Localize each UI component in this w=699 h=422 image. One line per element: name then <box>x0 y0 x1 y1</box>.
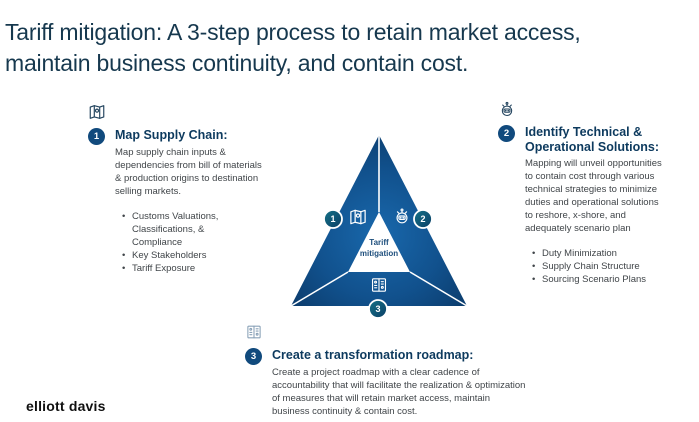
bullet-item: Sourcing Scenario Plans <box>532 273 676 286</box>
svg-text:1: 1 <box>330 214 335 224</box>
step-2-number: 2 <box>503 128 510 139</box>
slide-title: Tariff mitigation: A 3-step process to r… <box>5 19 581 77</box>
step-2-number-badge: 2 <box>498 125 515 142</box>
svg-text:3: 3 <box>375 304 380 314</box>
step-2-heading: Identify Technical & Operational Solutio… <box>525 125 660 154</box>
triangle-inner <box>348 212 410 272</box>
triangle-badge-3: 3 <box>368 299 388 319</box>
step-2-block: 2 Identify Technical & Operational Solut… <box>498 100 676 286</box>
robot-icon <box>498 100 676 118</box>
roadmap-icon <box>245 323 545 341</box>
triangle-dividers <box>290 135 468 307</box>
step-3-number: 3 <box>250 351 257 362</box>
bullet-item: Key Stakeholders <box>122 249 240 262</box>
step-3-number-badge: 3 <box>245 348 262 365</box>
step-3-heading: Create a transformation roadmap: <box>272 348 474 362</box>
map-icon <box>88 103 250 121</box>
triangle-center-label: Tariff mitigation <box>359 238 399 258</box>
bullet-item: Duty Minimization <box>532 247 676 260</box>
step-1-number-badge: 1 <box>88 128 105 145</box>
step-2-body: Mapping will unveil opportunities to con… <box>525 158 662 234</box>
step-1-number: 1 <box>93 131 100 142</box>
tariff-triangle-diagram: 1 2 3 Tariff mitigation <box>280 130 478 322</box>
step-3-block: 3 Create a transformation roadmap: Creat… <box>245 323 545 418</box>
step-1-body: Map supply chain inputs & dependencies f… <box>115 146 262 197</box>
bullet-item: Supply Chain Structure <box>532 260 676 273</box>
svg-text:2: 2 <box>420 214 425 224</box>
triangle-badge-2: 2 <box>413 209 433 229</box>
elliott-davis-logo: elliott davis <box>26 398 106 414</box>
step-1-block: 1 Map Supply Chain: Map supply chain inp… <box>88 103 262 275</box>
step-3-body: Create a project roadmap with a clear ca… <box>272 366 526 417</box>
bullet-item: Customs Valuations, Classifications, & C… <box>122 210 240 249</box>
step-2-bullets: Duty Minimization Supply Chain Structure… <box>525 247 676 286</box>
triangle-badge-1: 1 <box>323 209 343 229</box>
bullet-item: Tariff Exposure <box>122 262 240 275</box>
step-1-bullets: Customs Valuations, Classifications, & C… <box>115 210 240 275</box>
step-1-heading: Map Supply Chain: <box>115 128 228 142</box>
